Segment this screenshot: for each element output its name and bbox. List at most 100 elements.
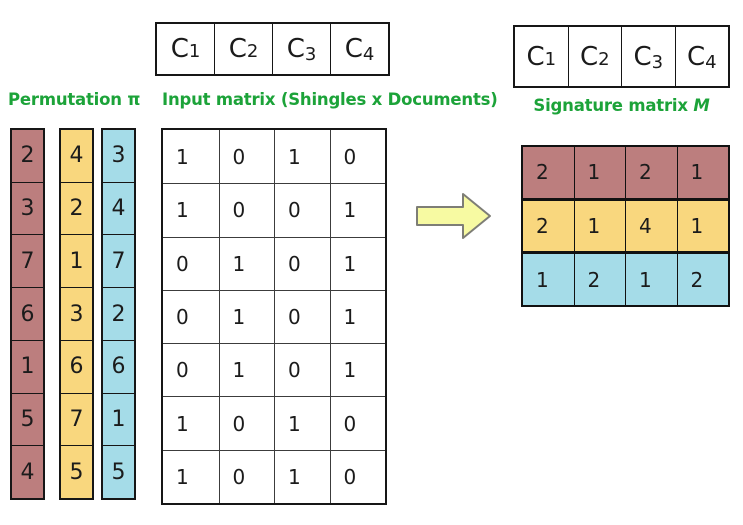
- input-cell-r2-c0: 0: [163, 236, 219, 290]
- signature-matrix-label-emphasis: M: [693, 96, 710, 115]
- signature-cell-r2-c2: 1: [625, 254, 677, 306]
- column-letter: C: [686, 41, 706, 72]
- permutation-cell-yellow-r4: 6: [61, 339, 92, 393]
- permutation-cell-yellow-r0: 4: [69, 143, 84, 169]
- input-cell-r1-c1: 0: [218, 183, 274, 237]
- input-cell-r5-c3: 0: [329, 396, 385, 450]
- input-cell-r6-c2: 1: [274, 449, 330, 503]
- signature-cell-r2-c0: 1: [536, 267, 549, 292]
- column-number: 2: [246, 41, 259, 63]
- column-number: 3: [651, 51, 664, 73]
- input-cell-r0-c1: 0: [218, 130, 275, 184]
- permutation-cell-blue-r6: 5: [103, 445, 134, 498]
- signature-cell-r1-c1: 1: [573, 200, 626, 252]
- input-cell-r4-c0: 0: [163, 343, 219, 396]
- input-cell-r5-c2: 1: [274, 396, 330, 450]
- permutation-label: Permutation π: [8, 90, 141, 109]
- signature-cell-r1-c2: 4: [625, 200, 677, 252]
- permutation-cell-red-r3: 6: [12, 287, 43, 340]
- permutation-cell-red-r2: 7: [12, 234, 43, 287]
- input-cell-r6-c3: 0: [329, 449, 385, 503]
- permutation-cell-yellow-r1: 2: [61, 181, 92, 235]
- permutation-cell-red-r4: 1: [12, 339, 43, 393]
- column-number: 1: [544, 48, 557, 70]
- input-cell-r4-c3: 1: [329, 343, 385, 397]
- permutation-cell-blue-r1: 4: [103, 181, 134, 235]
- permutation-cell-yellow-r3: 3: [61, 287, 92, 340]
- input-cell-r3-c3: 1: [329, 289, 385, 344]
- column-number: 3: [304, 44, 317, 66]
- column-number: 4: [705, 51, 717, 73]
- right-block-arrow-icon: [416, 193, 491, 239]
- signature-cell-r2-c3: 2: [676, 254, 729, 306]
- input-cell-r2-c1: 1: [218, 236, 274, 290]
- signature-matrix-label: Signature matrix M: [513, 96, 730, 115]
- column-letter: C: [344, 34, 363, 64]
- signature-cell-r1-c3: 1: [676, 200, 729, 252]
- column-number: 2: [598, 48, 610, 70]
- signature-matrix-label-text: Signature matrix: [533, 96, 694, 115]
- input-matrix-label: Input matrix (Shingles x Documents): [162, 90, 498, 109]
- column-letter: C: [228, 34, 247, 64]
- permutation-cell-red-r6: 4: [12, 445, 43, 498]
- permutation-cell-red-r1: 3: [12, 181, 43, 235]
- permutation-cell-blue-r4: 6: [103, 339, 134, 393]
- input-cell-r3-c0: 0: [163, 289, 219, 343]
- signature-cell-r0-c2: 2: [625, 147, 677, 198]
- column-number: 4: [362, 44, 375, 66]
- input-cell-r0-c2: 1: [274, 130, 330, 184]
- column-letter: C: [579, 41, 599, 72]
- signature-cell-r2-c1: 2: [573, 254, 626, 306]
- permutation-cell-blue-r0: 3: [111, 143, 126, 169]
- input-cell-r5-c0: 1: [163, 396, 219, 449]
- input-cell-r1-c2: 0: [274, 183, 330, 237]
- permutation-cell-yellow-r5: 7: [61, 392, 92, 446]
- column-number: 1: [188, 41, 201, 63]
- input-cell-r2-c2: 0: [274, 236, 330, 290]
- input-cell-r1-c0: 1: [163, 183, 219, 236]
- column-letter: C: [286, 34, 305, 64]
- permutation-cell-yellow-r6: 5: [61, 445, 92, 498]
- signature-cell-r0-c0: 2: [536, 160, 549, 185]
- input-cell-r4-c2: 0: [274, 343, 330, 397]
- input-cell-r1-c3: 1: [329, 183, 385, 237]
- signature-cell-r0-c3: 1: [676, 147, 729, 198]
- permutation-cell-blue-r3: 2: [103, 287, 134, 340]
- signature-cell-r1-c0: 2: [536, 214, 549, 238]
- input-cell-r2-c3: 1: [329, 236, 385, 290]
- input-cell-r3-c1: 1: [218, 289, 274, 344]
- input-cell-r6-c1: 0: [218, 449, 274, 503]
- column-letter: C: [633, 41, 652, 72]
- input-cell-r6-c0: 1: [163, 449, 219, 503]
- signature-cell-r0-c1: 1: [573, 147, 626, 198]
- input-cell-r3-c2: 0: [274, 289, 330, 344]
- input-cell-r0-c3: 0: [329, 130, 386, 184]
- permutation-cell-red-r5: 5: [12, 392, 43, 446]
- column-letter: C: [526, 41, 545, 72]
- input-cell-r4-c1: 1: [218, 343, 274, 397]
- permutation-cell-red-r0: 2: [20, 143, 35, 169]
- permutation-cell-blue-r2: 7: [103, 234, 134, 287]
- permutation-cell-yellow-r2: 1: [61, 234, 92, 287]
- permutation-cell-blue-r5: 1: [103, 392, 134, 446]
